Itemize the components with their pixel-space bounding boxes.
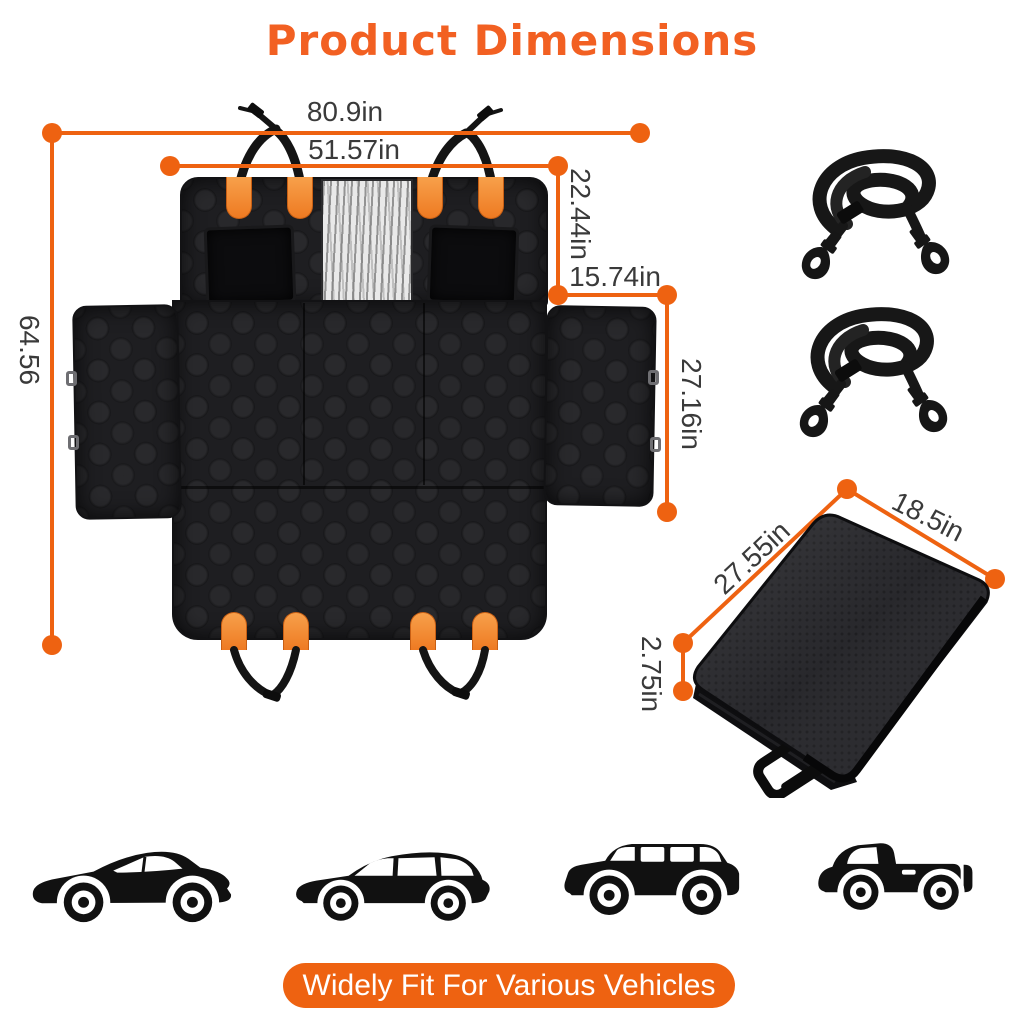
seat-anchor-tab-icon: [410, 612, 436, 650]
d-ring-icon: [650, 437, 661, 452]
vehicle-suv-icon: [556, 832, 748, 926]
headrest-tab-icon: [226, 177, 252, 219]
seat-anchor-tab-icon: [221, 612, 247, 650]
bottom-banner: Widely Fit For Various Vehicles: [283, 963, 735, 1008]
fold-seam: [423, 303, 425, 485]
seat-anchor-tab-icon: [472, 612, 498, 650]
vehicle-pickup-truck-icon: [806, 832, 992, 926]
page-title: Product Dimensions: [265, 16, 759, 65]
buckle-strap-accessory-icon: [799, 307, 948, 438]
buckle-strap-accessory-icon: [801, 149, 950, 280]
dim-side-flap-height-label: 27.16in: [676, 358, 707, 450]
headrest-tab-icon: [287, 177, 313, 219]
fold-seam: [174, 486, 545, 489]
vehicle-sedan-icon: [28, 838, 246, 932]
dim-total-width-label: 80.9in: [306, 96, 384, 127]
d-ring-icon: [648, 370, 659, 385]
d-ring-icon: [66, 371, 77, 386]
cover-center-panel: [172, 300, 547, 640]
dim-seat-width-label: 51.57in: [308, 134, 400, 165]
seat-anchor-tab-icon: [283, 612, 309, 650]
dim-folded-thickness-label: 2.75in: [636, 635, 667, 713]
dim-total-length-label: 64.56: [14, 314, 45, 386]
dim-side-flap-width-label: 15.74in: [569, 261, 661, 292]
dim-backrest-height-label: 22.44in: [565, 168, 596, 260]
d-ring-icon: [68, 435, 79, 450]
bottom-straps-icon: [230, 646, 489, 702]
vehicle-station-wagon-icon: [292, 846, 502, 930]
headrest-tab-icon: [478, 177, 504, 219]
fold-seam: [303, 303, 305, 485]
headrest-tab-icon: [417, 177, 443, 219]
mesh-window: [321, 179, 413, 306]
folded-cover-icon: [692, 513, 990, 798]
